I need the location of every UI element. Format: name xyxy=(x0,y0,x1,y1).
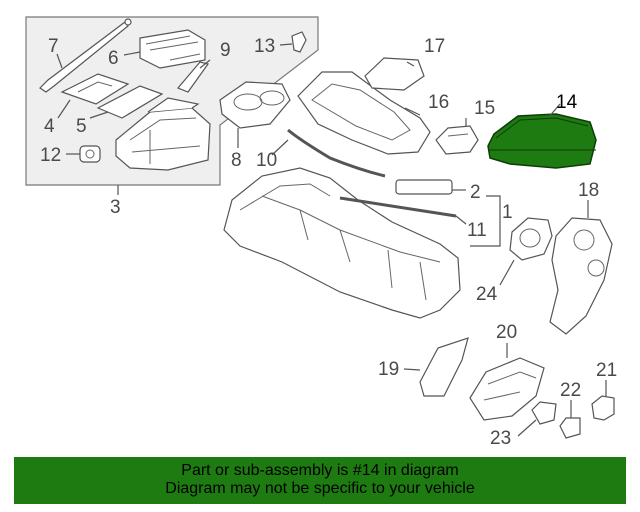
callout-11: 11 xyxy=(467,220,487,241)
callout-19: 19 xyxy=(378,359,399,380)
info-banner: Part or sub-assembly is #14 in diagram D… xyxy=(14,457,626,504)
callout-9: 9 xyxy=(220,40,231,61)
callout-12: 12 xyxy=(40,145,61,166)
part-6-module[interactable] xyxy=(139,29,206,69)
part-18-rear-panel[interactable] xyxy=(549,217,613,335)
callout-7: 7 xyxy=(48,36,59,57)
callout-13: 13 xyxy=(254,36,275,57)
part-21-switch[interactable] xyxy=(591,395,615,421)
part-2-bracket[interactable] xyxy=(395,179,453,195)
callout-18: 18 xyxy=(578,180,599,201)
part-19-panel[interactable] xyxy=(419,337,469,397)
callout-14: 14 xyxy=(556,92,578,113)
callout-16: 16 xyxy=(428,92,449,113)
callout-17: 17 xyxy=(424,36,445,57)
part-10-cable[interactable] xyxy=(287,128,386,178)
banner-line-2: Diagram may not be specific to your vehi… xyxy=(165,480,475,497)
callout-5: 5 xyxy=(76,116,87,137)
callout-8: 8 xyxy=(231,150,242,171)
part-16-trim-bezel[interactable] xyxy=(297,71,431,155)
part-23-switch[interactable] xyxy=(531,401,557,425)
callout-15: 15 xyxy=(474,98,495,119)
part-7-strap[interactable] xyxy=(39,18,132,93)
callout-6: 6 xyxy=(108,48,119,69)
part-24-vent[interactable] xyxy=(509,217,553,261)
part-13-plug[interactable] xyxy=(291,31,307,53)
part-1-center-console[interactable] xyxy=(223,167,461,319)
part-14-armrest-lid[interactable] xyxy=(487,113,597,169)
part-17-lid[interactable] xyxy=(364,57,425,91)
part-20-storage[interactable] xyxy=(469,357,545,421)
part-15-switch[interactable] xyxy=(435,125,479,155)
part-8-cupholder[interactable] xyxy=(219,81,291,129)
banner-line-1: Part or sub-assembly is #14 in diagram xyxy=(181,462,459,479)
subassembly-3-housing[interactable] xyxy=(115,97,211,171)
callout-21: 21 xyxy=(596,360,617,381)
part-5-mat[interactable] xyxy=(96,85,164,119)
callout-2: 2 xyxy=(470,182,481,203)
part-4-tray[interactable] xyxy=(60,73,130,105)
part-11-strip[interactable] xyxy=(339,196,457,218)
callout-4: 4 xyxy=(44,116,55,137)
callout-20: 20 xyxy=(496,322,517,343)
part-9-clip[interactable] xyxy=(177,61,210,93)
callout-23: 23 xyxy=(490,428,511,449)
parts-diagram: 1 2 3 4 5 6 7 8 9 10 11 12 13 14 15 16 1… xyxy=(25,16,617,449)
callout-3: 3 xyxy=(110,197,121,218)
callout-1: 1 xyxy=(502,202,513,223)
part-12-switch[interactable] xyxy=(79,145,101,163)
part-22-switch[interactable] xyxy=(559,417,581,439)
callout-22: 22 xyxy=(560,380,581,401)
callout-10: 10 xyxy=(256,150,277,171)
callout-24: 24 xyxy=(476,284,498,305)
